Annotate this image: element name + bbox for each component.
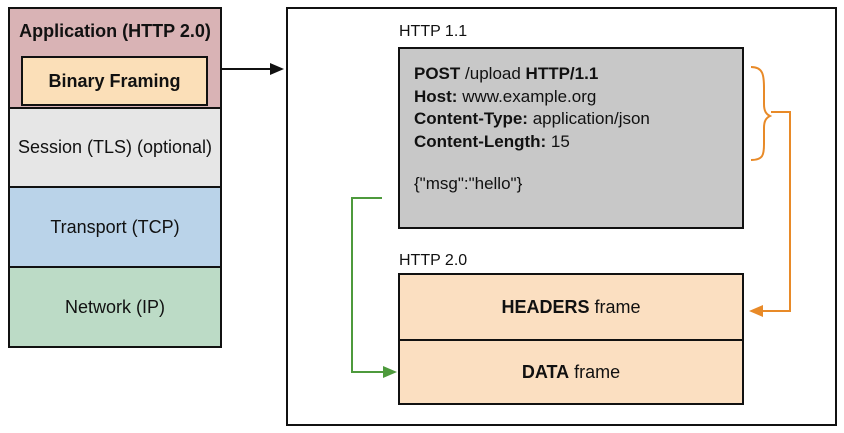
binary-framing-label: Binary Framing <box>48 70 181 91</box>
http11-label: HTTP 1.1 <box>399 23 468 40</box>
header-name: Host: <box>414 86 458 106</box>
header-value: www.example.org <box>462 86 597 106</box>
request-line: POST /upload HTTP/1.1 <box>414 63 742 86</box>
framing-detail-panel <box>286 7 837 426</box>
header-name: Content-Length: <box>414 131 547 151</box>
header-line: Host: www.example.org <box>414 86 742 109</box>
network-layer-label: Network (IP) <box>64 296 165 317</box>
header-name: Content-Type: <box>414 109 528 128</box>
request-body: {"msg":"hello"} <box>414 174 523 193</box>
request-method: POST <box>414 64 461 83</box>
http2-label: HTTP 2.0 <box>399 252 468 269</box>
headers-frame: HEADERS frame <box>398 273 744 341</box>
transport-layer-label: Transport (TCP) <box>50 216 180 237</box>
session-layer: Session (TLS) (optional) <box>8 107 222 188</box>
request-path: /upload <box>465 64 521 83</box>
header-line: Content-Length: 15 <box>414 131 742 154</box>
header-value: application/json <box>532 109 650 128</box>
session-layer-label: Session (TLS) (optional) <box>17 137 213 157</box>
header-value: 15 <box>550 131 570 151</box>
header-line: Content-Type: application/json <box>414 108 742 131</box>
network-layer: Network (IP) <box>8 266 222 348</box>
data-frame: DATA frame <box>398 339 744 405</box>
data-frame-type: DATA <box>521 361 570 382</box>
request-version: HTTP/1.1 <box>525 64 599 83</box>
binary-framing-layer: Binary Framing <box>21 56 208 106</box>
headers-frame-type: HEADERS <box>501 296 590 317</box>
headers-frame-suffix: frame <box>594 296 641 317</box>
data-frame-suffix: frame <box>574 361 621 382</box>
http11-request: POST /upload HTTP/1.1 Host: www.example.… <box>398 47 744 229</box>
transport-layer: Transport (TCP) <box>8 186 222 268</box>
stack-to-panel-arrow <box>222 63 284 75</box>
application-layer-label: Application (HTTP 2.0) <box>19 21 211 41</box>
